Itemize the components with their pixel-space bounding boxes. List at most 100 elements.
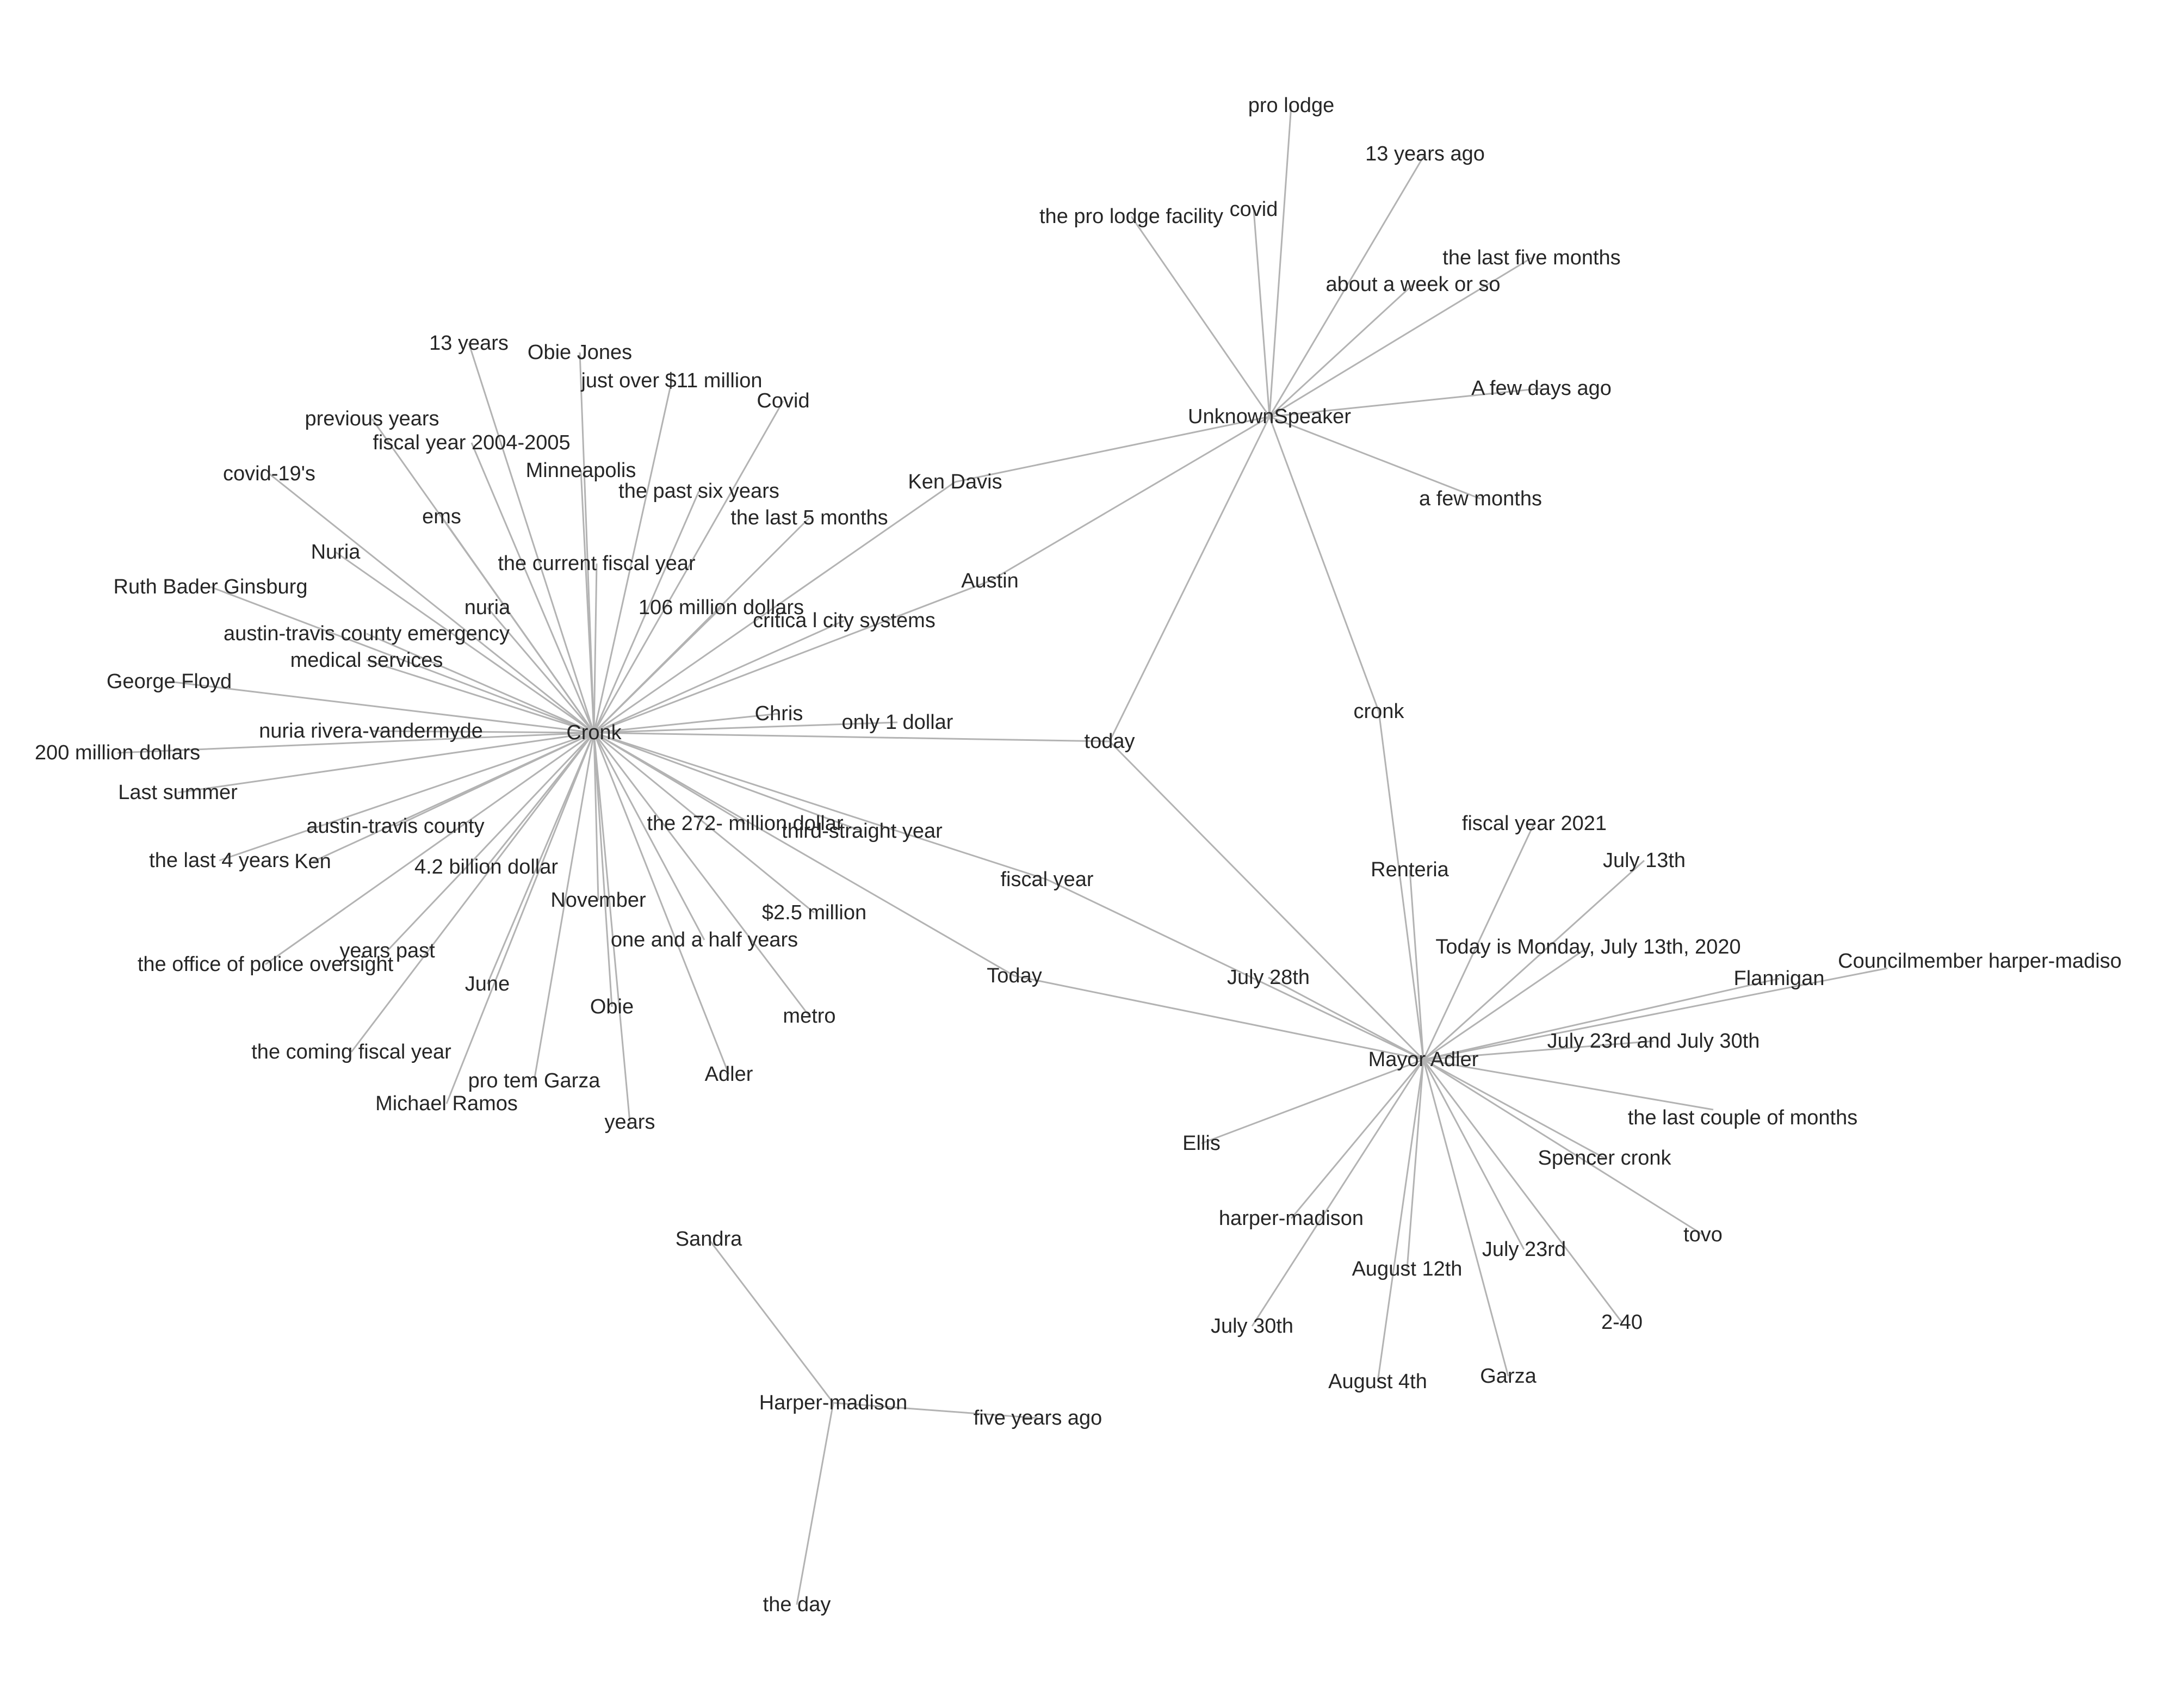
node-cronk-hub: Cronk (566, 721, 622, 744)
node-george-floyd: George Floyd (107, 670, 232, 693)
node-covid-lower: covid (1230, 198, 1278, 221)
edge-cronk_hub-covid_cap (593, 400, 784, 733)
node-july-13th: July 13th (1603, 849, 1686, 872)
edge-mayor_adler-fiscal_year_2021 (1422, 822, 1535, 1060)
edges-layer (117, 105, 1888, 1605)
node-austin: Austin (961, 570, 1019, 592)
edge-cronk_hub-critical_city_systems (593, 620, 845, 734)
edge-cronk_hub-november (593, 732, 599, 901)
edge-mayor_adler-july_28th (1268, 976, 1424, 1061)
node-spencer-cronk: Spencer cronk (1538, 1147, 1671, 1169)
node-nuria-rivera: nuria rivera-vandermyde (259, 720, 483, 742)
node-july-28th: July 28th (1227, 966, 1310, 989)
edge-cronk_hub-third_straight (593, 732, 863, 832)
edge-cronk_hub-fy_2004_2005 (470, 442, 595, 733)
node-july-23rd: July 23rd (1482, 1238, 1566, 1261)
edge-cronk_hub-atc_emergency (366, 633, 594, 734)
edge-cronk_hub-medical_services (366, 659, 594, 734)
node-past-six-years: the past six years (618, 480, 779, 503)
edge-unknown_speaker-ken_davis (955, 416, 1270, 483)
node-atc-emergency: austin-travis county emergency (224, 622, 510, 645)
edge-unknown_speaker-last_five_months (1269, 257, 1532, 418)
node-last-summer: Last summer (118, 781, 238, 804)
edge-cronk_hub-coming_fiscal_year (350, 732, 595, 1053)
node-today-cap: Today (987, 964, 1042, 987)
edge-cronk_hub-nuria_cap (335, 551, 594, 734)
node-just-over-11m: just over $11 million (580, 369, 762, 392)
edge-cronk_hub-ken (312, 732, 594, 863)
edge-cronk_hub-years_past (386, 732, 595, 952)
node-fy-2004-2005: fiscal year 2004-2005 (373, 431, 570, 454)
node-last-4-years: the last 4 years (149, 849, 289, 872)
edge-cronk_hub-nuria_lower (486, 607, 595, 733)
node-13-years-ago: 13 years ago (1365, 143, 1485, 165)
node-covid-cap: Covid (757, 389, 809, 412)
edge-mayor_adler-fiscal_year (1046, 878, 1424, 1061)
node-ems: ems (422, 505, 461, 528)
edge-cronk_hub-chris (593, 713, 779, 734)
node-covid19s: covid-19's (223, 462, 315, 485)
node-harper-madison-lower: harper-madison (1219, 1207, 1364, 1230)
edge-mayor_adler-today_lower (1108, 740, 1424, 1061)
node-previous-years: previous years (305, 407, 439, 430)
node-critical-city-systems: critica l city systems (753, 609, 936, 632)
node-ellis: Ellis (1182, 1132, 1221, 1155)
edge-cronk_hub-106_million (593, 607, 722, 734)
edge-harper_madison_hub-sandra (708, 1239, 834, 1403)
node-august-4th: August 4th (1328, 1370, 1427, 1393)
node-a-few-days-ago: A few days ago (1471, 377, 1612, 400)
node-unknown-speaker: UnknownSpeaker (1188, 405, 1351, 428)
edge-cronk_hub-office_police (265, 732, 594, 966)
edge-mayor_adler-2_40 (1422, 1059, 1623, 1323)
node-obie: Obie (590, 995, 634, 1018)
edge-mayor_adler-august_12th (1406, 1059, 1424, 1270)
node-pro-tem-garza: pro tem Garza (468, 1069, 601, 1092)
node-june: June (465, 973, 510, 995)
node-flannigan: Flannigan (1734, 967, 1825, 990)
node-pro-lodge: pro lodge (1248, 94, 1334, 117)
node-july-30th: July 30th (1211, 1315, 1293, 1338)
edge-cronk_hub-2_5_million (593, 732, 815, 914)
node-a-few-months: a few months (1419, 487, 1542, 510)
node-michael-ramos: Michael Ramos (375, 1092, 518, 1115)
edge-mayor_adler-august_4th (1377, 1059, 1424, 1382)
node-ken: Ken (294, 850, 331, 873)
edge-mayor_adler-harper_madison_lower (1290, 1059, 1424, 1219)
node-ken-davis: Ken Davis (908, 471, 1002, 493)
node-sandra: Sandra (676, 1228, 742, 1251)
node-metro: metro (783, 1005, 835, 1028)
edge-cronk_hub-today_cap (593, 732, 1015, 977)
node-coming-fiscal-year: the coming fiscal year (251, 1041, 451, 1063)
edge-unknown_speaker-today_lower (1108, 416, 1271, 742)
node-ruth-bader-ginsburg: Ruth Bader Ginsburg (114, 575, 308, 598)
node-one-and-half: one and a half years (611, 929, 798, 951)
edge-cronk_hub-today_lower (593, 732, 1110, 742)
node-medical-services: medical services (290, 649, 443, 672)
node-2-40: 2-40 (1601, 1311, 1643, 1334)
node-last-couple-months: the last couple of months (1628, 1106, 1857, 1129)
edge-cronk_hub-current_fiscal_year (593, 563, 598, 733)
edge-cronk_hub-200_million (117, 732, 594, 754)
edge-cronk_hub-michael_ramos (445, 732, 595, 1104)
node-272-million: the 272- million dollar (647, 812, 844, 835)
node-pro-lodge-facility: the pro lodge facility (1039, 205, 1223, 228)
edge-cronk_hub-austin (593, 580, 990, 734)
node-years: years (605, 1111, 655, 1134)
node-106-million: 106 million dollars (639, 596, 804, 619)
edge-unknown_speaker-austin (989, 416, 1270, 582)
edge-cronk_hub-ems (441, 516, 595, 733)
node-adler: Adler (705, 1063, 753, 1086)
edge-cronk_hub-last_summer (177, 732, 594, 794)
node-august-12th: August 12th (1352, 1258, 1463, 1280)
edge-mayor_adler-today_cap (1014, 975, 1424, 1061)
node-office-police: the office of police oversight (138, 953, 394, 976)
node-years-past: years past (339, 939, 435, 962)
edge-mayor_adler-garza (1422, 1059, 1509, 1377)
node-last-five-months: the last five months (1442, 246, 1620, 269)
edge-cronk_hub-obie (593, 732, 613, 1007)
node-nuria-cap: Nuria (311, 541, 361, 564)
edge-unknown_speaker-pro_lodge_facility (1130, 216, 1271, 417)
edge-mayor_adler-july_13th (1422, 859, 1645, 1061)
edge-cronk_hub-one_and_half (593, 732, 705, 940)
